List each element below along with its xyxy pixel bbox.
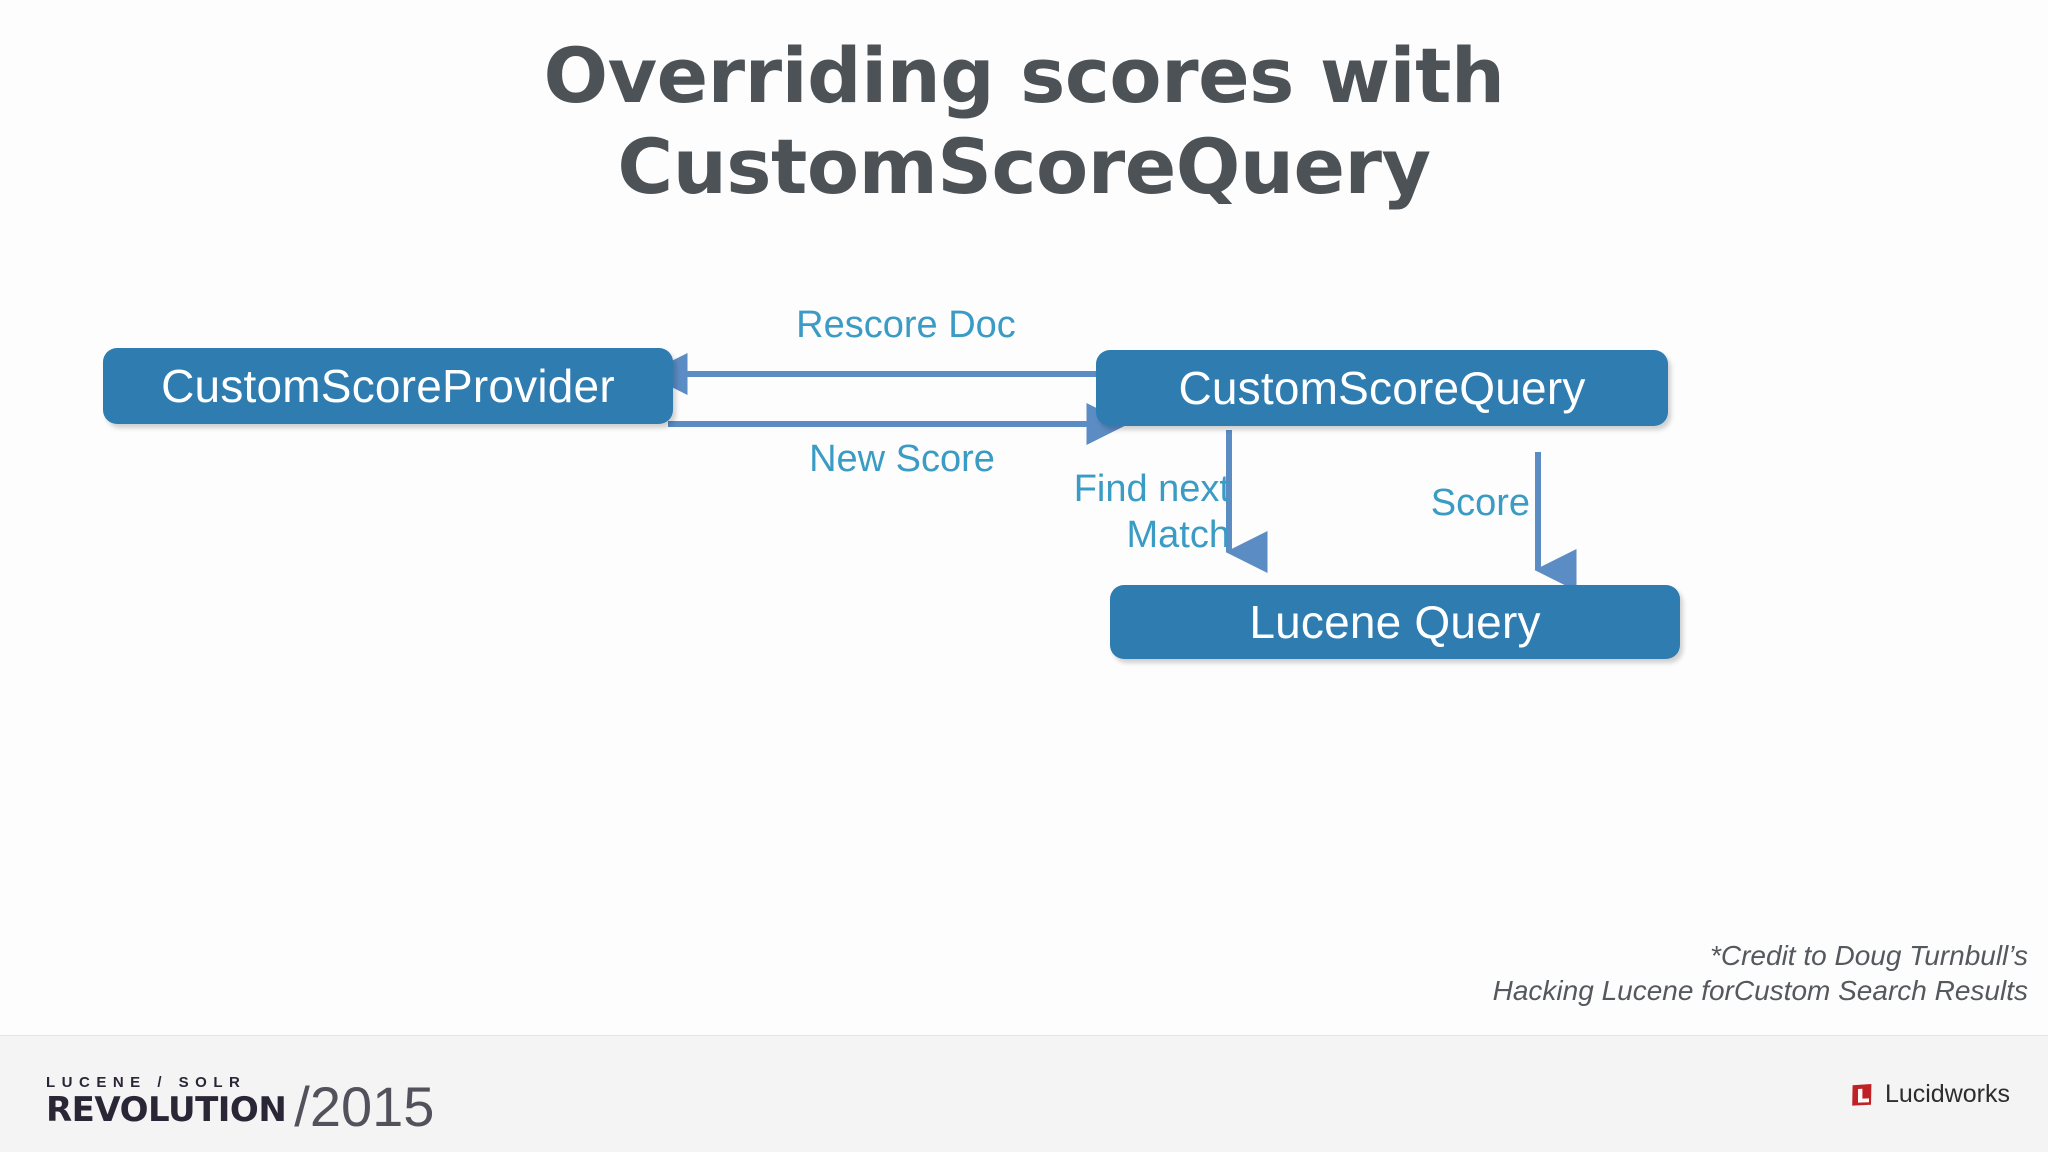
- edge-label-score: Score: [1430, 482, 1530, 524]
- lucene-solr-revolution-logo: LUCENE / SOLR REVOLUTION /2015: [46, 1073, 434, 1135]
- node-custom-score-provider[interactable]: CustomScoreProvider: [103, 348, 673, 424]
- credit-note: *Credit to Doug Turnbull’s Hacking Lucen…: [1128, 938, 2028, 1008]
- edge-label-rescore-doc: Rescore Doc: [796, 304, 1016, 346]
- conference-wordmark: LUCENE / SOLR REVOLUTION: [46, 1074, 287, 1130]
- title-line-1: Overriding scores with: [543, 31, 1505, 120]
- lucidworks-wordmark: Lucidworks: [1884, 1080, 2010, 1108]
- title-line-2: CustomScoreQuery: [617, 122, 1431, 211]
- conference-year: /2015: [294, 1075, 435, 1138]
- conference-subtitle: LUCENE / SOLR: [46, 1074, 247, 1091]
- node-lucene-query[interactable]: Lucene Query: [1110, 585, 1680, 659]
- conference-title: REVOLUTION: [46, 1090, 287, 1130]
- lucidworks-mark-icon: [1852, 1083, 1872, 1106]
- credit-line-1: *Credit to Doug Turnbull’s: [1709, 940, 2028, 971]
- lucidworks-logo: Lucidworks: [1850, 1082, 2010, 1107]
- edge-label-find-next-match: Find next Match: [1073, 468, 1230, 556]
- node-custom-score-query[interactable]: CustomScoreQuery: [1096, 350, 1668, 426]
- edge-label-new-score: New Score: [809, 438, 995, 480]
- credit-line-2: Hacking Lucene forCustom Search Results: [1492, 975, 2028, 1006]
- slide-footer: [0, 1035, 2048, 1152]
- page-title: Overriding scores with CustomScoreQuery: [0, 30, 2048, 212]
